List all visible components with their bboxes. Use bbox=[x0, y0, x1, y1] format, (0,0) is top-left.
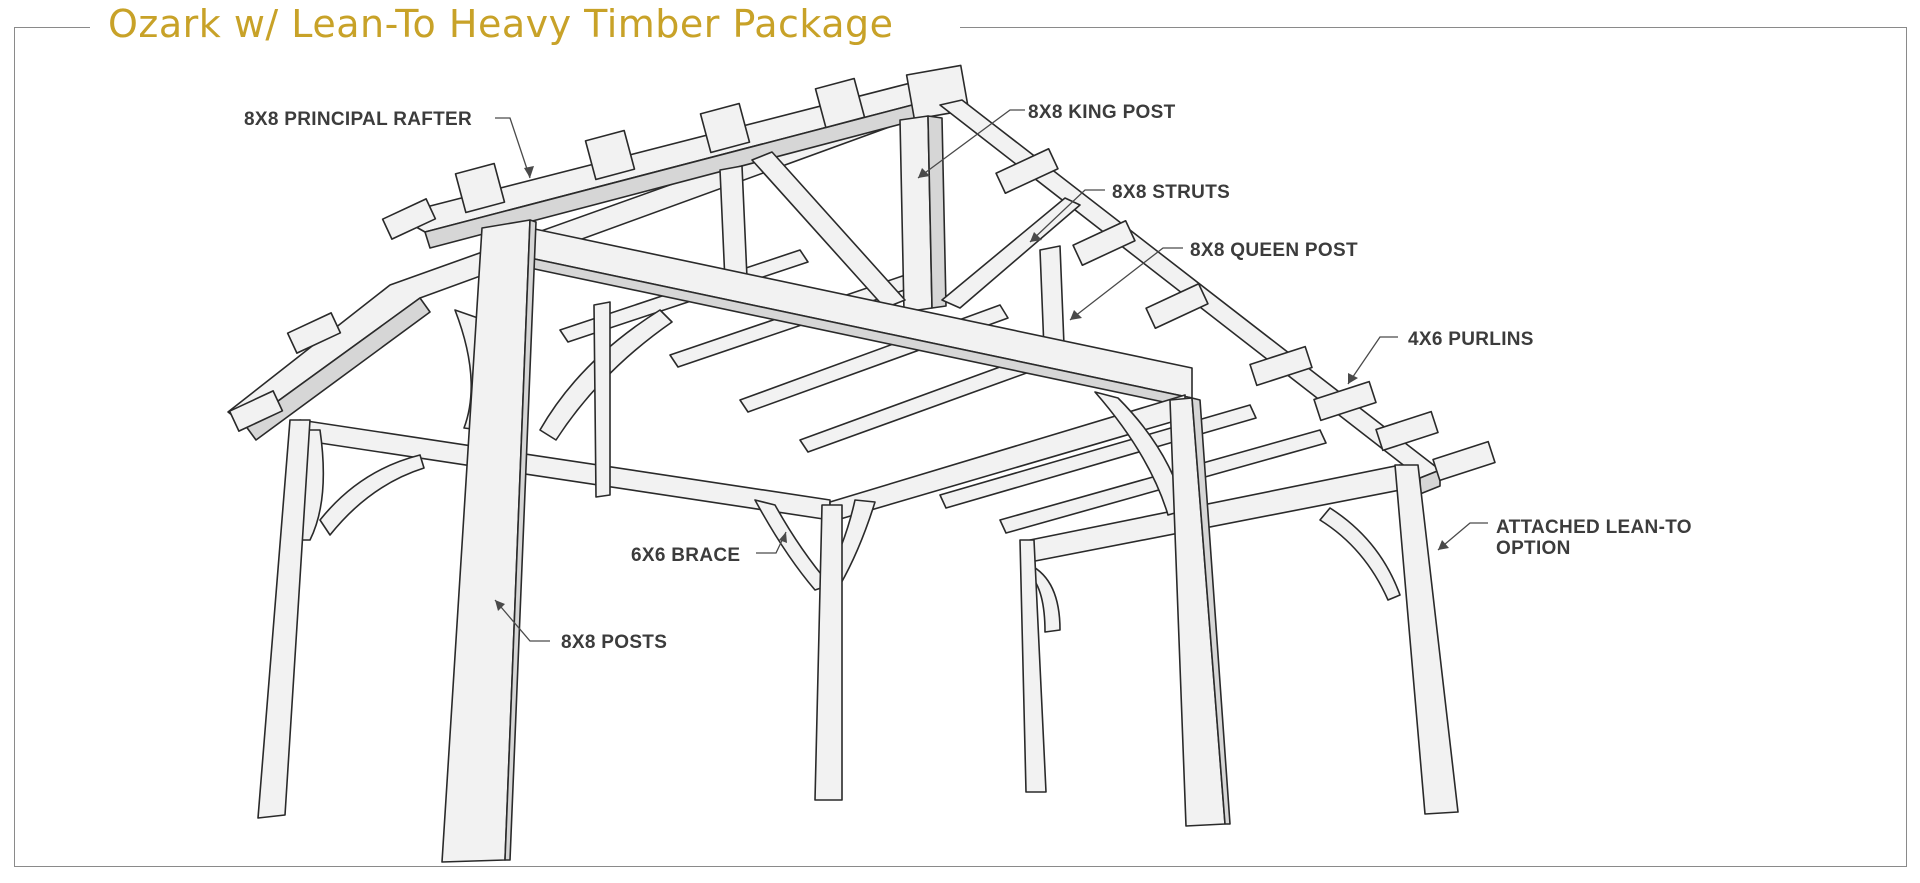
label-posts: 8X8 POSTS bbox=[561, 632, 667, 653]
page-title: Ozark w/ Lean-To Heavy Timber Package bbox=[108, 2, 894, 46]
label-queen-post: 8X8 QUEEN POST bbox=[1190, 240, 1358, 261]
lean-to-beam bbox=[1029, 464, 1401, 563]
label-lean-to-line2: OPTION bbox=[1496, 538, 1571, 559]
label-purlins: 4X6 PURLINS bbox=[1408, 329, 1534, 350]
label-king-post: 8X8 KING POST bbox=[1028, 102, 1176, 123]
posts bbox=[257, 219, 1459, 863]
principal-rafter bbox=[394, 77, 963, 249]
right-slope-purlins bbox=[995, 147, 1496, 482]
struts bbox=[751, 151, 1081, 309]
frame-top-right-rule bbox=[960, 27, 1907, 28]
left-slope-purlins bbox=[228, 198, 437, 432]
king-post bbox=[899, 115, 947, 313]
leader-lines bbox=[494, 109, 1488, 642]
label-principal-rafter: 8X8 PRINCIPAL RAFTER bbox=[244, 109, 472, 130]
diagram-frame bbox=[14, 27, 1907, 867]
label-struts: 8X8 STRUTS bbox=[1112, 182, 1230, 203]
label-lean-to-line1: ATTACHED LEAN-TO bbox=[1496, 517, 1692, 538]
ridge-purlin-ends bbox=[454, 64, 970, 214]
frame-top-left-rule bbox=[14, 27, 90, 28]
label-brace: 6X6 BRACE bbox=[631, 545, 740, 566]
